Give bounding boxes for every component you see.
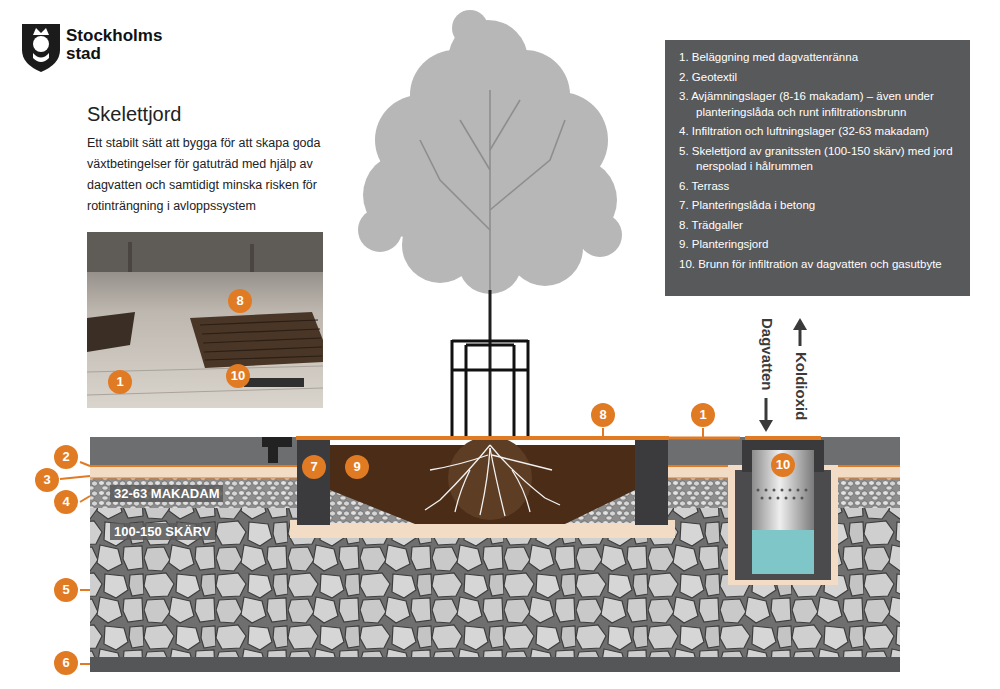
flow-label: Koldioxid (793, 352, 810, 420)
callout-number: 1 (691, 403, 715, 427)
ground-section (90, 436, 900, 672)
list-item: 3. Avjämningslager (8-16 makadam) – även… (679, 89, 958, 120)
callout-number: 10 (226, 364, 250, 388)
legend-panel: 1. Beläggning med dagvattenränna 2. Geote… (665, 40, 970, 296)
callout-number: 9 (345, 455, 369, 479)
callout-number: 4 (54, 490, 78, 514)
tree-trunk (489, 290, 492, 445)
list-item: 1. Beläggning med dagvattenränna (679, 50, 958, 66)
list-item: 7. Planteringslåda i betong (679, 198, 958, 214)
diagram-title: Skelettjord (87, 103, 182, 126)
callout-number: 8 (591, 403, 615, 427)
callout-number: 7 (302, 455, 326, 479)
list-item: 5. Skelettjord av granitssten (100-150 s… (679, 144, 958, 175)
logo-shield (22, 24, 60, 72)
list-item: 4. Infiltration och luftningslager (32-6… (679, 124, 958, 140)
list-item: 6. Terrass (679, 179, 958, 195)
layer-label: 32-63 MAKADAM (110, 485, 223, 502)
callout-number: 10 (771, 453, 795, 477)
callout-number: 1 (108, 370, 132, 394)
callout-number: 6 (54, 651, 78, 675)
list-item: 2. Geotextil (679, 70, 958, 86)
photo-inset (87, 232, 323, 408)
tree-guard (452, 340, 528, 440)
description: Ett stabilt sätt att bygga för att skapa… (87, 133, 349, 217)
callout-number: 3 (35, 468, 59, 492)
leader-lines (60, 428, 703, 664)
layer-label: 100-150 SKÄRV (110, 523, 215, 540)
list-item: 9. Planteringsjord (679, 237, 958, 253)
callout-number: 5 (54, 578, 78, 602)
list-item: 10. Brunn för infiltration av dagvatten … (679, 257, 958, 273)
list-item: 8. Trädgaller (679, 218, 958, 234)
callout-number: 2 (54, 445, 78, 469)
tree-branches (420, 90, 565, 300)
flow-label: Dagvatten (759, 318, 776, 391)
callout-number: 8 (228, 289, 252, 313)
logo-text: Stockholms stad (66, 27, 178, 63)
